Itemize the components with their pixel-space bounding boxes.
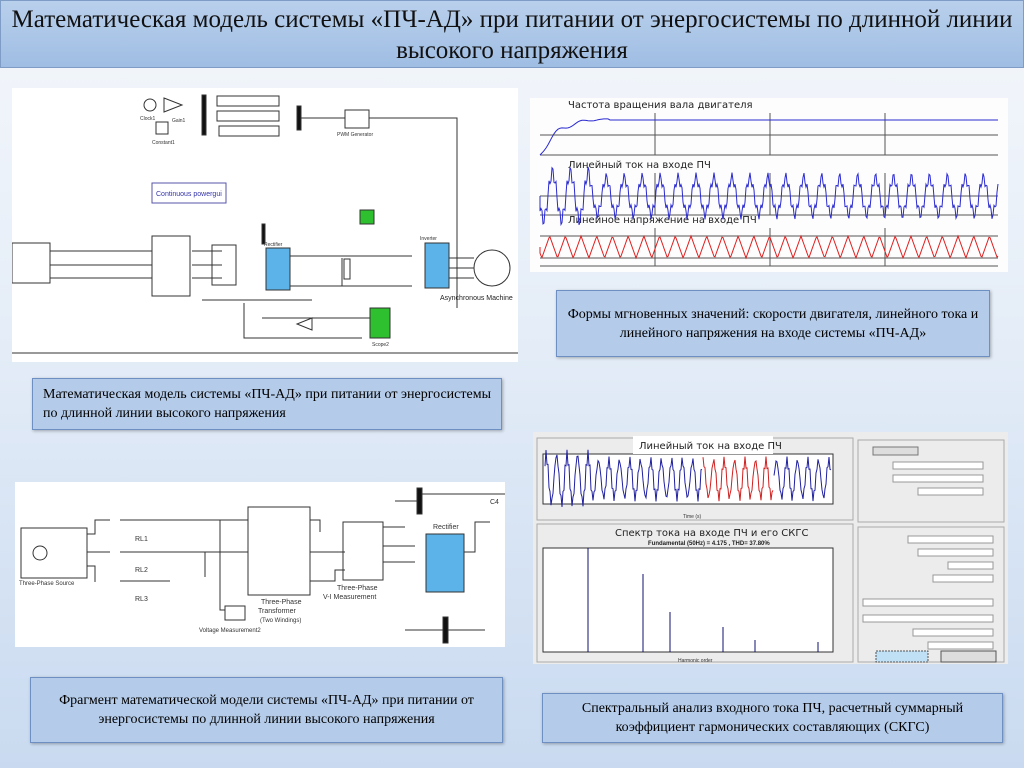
clock-label: Clock1 <box>140 116 156 122</box>
scope-label: Scope2 <box>372 342 389 348</box>
rl3-label: RL3 <box>135 596 148 603</box>
fft-signal-title: Линейный ток на входе ПЧ <box>639 441 782 452</box>
current-waveform <box>539 166 999 227</box>
transformer-label-2: Transformer <box>258 608 297 615</box>
vi-label-2: V-I Measurement <box>323 594 376 601</box>
fft-signal-red <box>702 456 774 502</box>
caption-waveforms: Формы мгновенных значений: скорости двиг… <box>556 290 990 357</box>
c4-label: C4 <box>490 499 499 506</box>
vi-label-1: Three-Phase <box>337 585 378 592</box>
inverter-label: Inverter <box>420 236 437 242</box>
pwm-label: PWM Generator <box>337 132 373 138</box>
caption-spectrum: Спектральный анализ входного тока ПЧ, ра… <box>542 693 1003 743</box>
current-chart-title: Линейный ток на входе ПЧ <box>568 160 711 171</box>
transformer-label-1: Three-Phase <box>261 599 302 606</box>
rectifier-label: Rectifier <box>264 242 283 248</box>
caption-model: Математическая модель системы «ПЧ-АД» пр… <box>32 378 502 430</box>
fft-result: Fundamental (50Hz) = 4.175 , THD= 37.80% <box>648 541 770 547</box>
voltage-chart-title: Линейное напряжение на входе ПЧ <box>568 215 757 226</box>
rectifier-label: Rectifier <box>433 524 459 531</box>
caption-fragment: Фрагмент математической модели системы «… <box>30 677 503 743</box>
rl2-label: RL2 <box>135 567 148 574</box>
constant-label: Constant1 <box>152 140 175 146</box>
fft-analysis-image: Линейный ток на входе ПЧ Time (s) Спектр… <box>533 432 1008 664</box>
gain-label: Gain1 <box>172 118 186 124</box>
speed-chart-title: Частота вращения вала двигателя <box>568 100 753 111</box>
speed-waveform <box>539 118 998 156</box>
harmonic-axis-label: Harmonic order <box>678 658 713 664</box>
simulink-model-image: Clock1 Gain1 Constant1 PWM Generator Con… <box>12 88 518 362</box>
slide-title: Математическая модель системы «ПЧ-АД» пр… <box>0 0 1024 68</box>
source-label: Three-Phase Source <box>19 581 75 587</box>
powergui-label[interactable]: Continuous powergui <box>156 191 222 198</box>
voltage-measurement-label: Voltage Measurement2 <box>199 628 261 634</box>
transformer-label-3: (Two Windings) <box>260 618 301 624</box>
model-fragment-image: Three-Phase Source RL1 RL2 RL3 Three-Pha… <box>15 482 505 647</box>
fft-spectrum-title: Спектр тока на входе ПЧ и его СКГС <box>615 528 808 539</box>
rl1-label: RL1 <box>135 536 148 543</box>
fft-signal-blue <box>544 449 832 508</box>
voltage-waveform <box>539 234 999 260</box>
waveforms-image: Частота вращения вала двигателя Линейный… <box>530 98 1008 272</box>
time-axis-label: Time (s) <box>683 514 701 520</box>
motor-label: Asynchronous Machine <box>440 295 513 302</box>
